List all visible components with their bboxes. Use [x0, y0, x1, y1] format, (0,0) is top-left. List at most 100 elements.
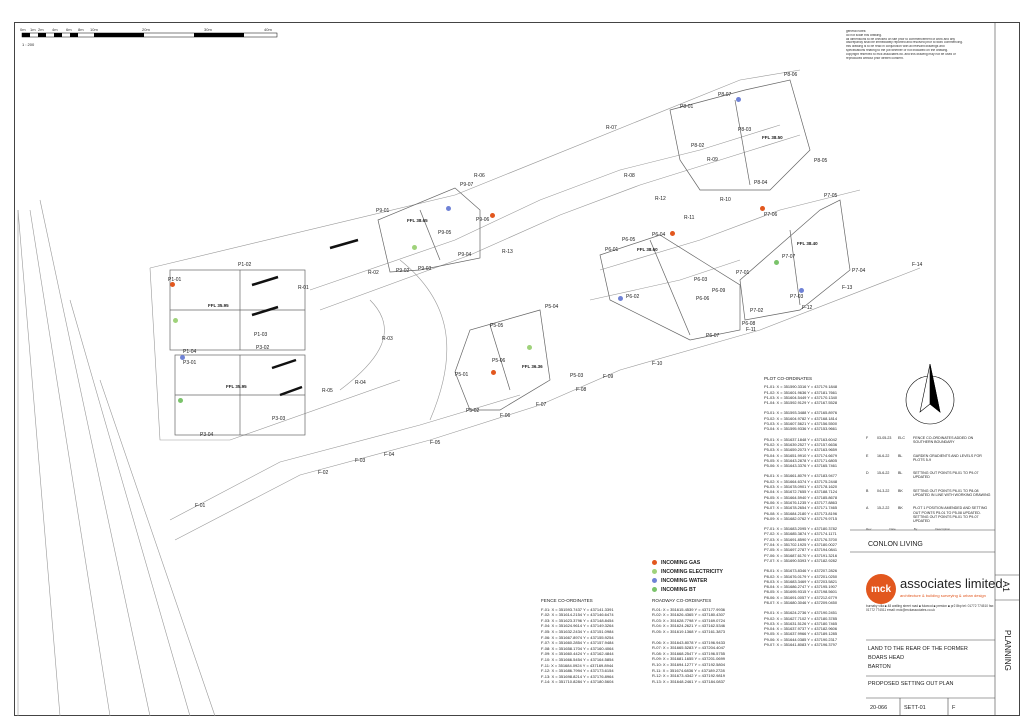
plot-label: P7-05: [824, 193, 838, 199]
scale-tick-label: 40m: [264, 27, 272, 32]
plot-label: P5-05: [490, 323, 504, 329]
rev-id: A: [866, 506, 869, 511]
coord-row: P3-02: X = 351604.9782 Y = 437168.1814: [764, 415, 837, 421]
rev-id: E: [866, 453, 869, 458]
legend-label: INCOMING ELECTRICITY: [661, 568, 723, 575]
company-contact: burnaby villa ■ 48 watling street road ■…: [866, 604, 995, 612]
sheet-size: A1: [1001, 581, 1011, 593]
scale-tick-label: 20m: [142, 27, 150, 32]
rev-id: B: [866, 488, 869, 493]
electricity-dot-icon: [652, 569, 657, 574]
coord-row: P1-01: X = 351590.3316 Y = 437179.1848: [764, 384, 837, 390]
coord-row: F-13: X = 351698.8214 Y = 437176.8964: [541, 673, 614, 679]
plot-label: P1-02: [238, 262, 252, 268]
fence-label: F-04: [384, 452, 395, 458]
fence-label: F-06: [500, 413, 511, 419]
plot-coordinates: PLOT CO-ORDINATES P1-01: X = 351590.3316…: [764, 376, 837, 647]
rev-header-cell: By: [913, 527, 918, 531]
coord-row: R-07: X = 351665.5283 Y = 437204.4047: [652, 645, 726, 651]
plot-label: P3-01: [183, 360, 197, 366]
legend-item: INCOMING GAS: [652, 558, 723, 567]
coord-row: P5-01: X = 351637.1848 Y = 437163.6042: [764, 436, 837, 442]
rev-date: 03-05-23: [877, 436, 892, 440]
ffl-label: FFL 35.95: [226, 384, 247, 389]
coord-row: P9-06: X = 351644.0385 Y = 437190.2317: [764, 636, 837, 642]
rev-id: D: [866, 471, 869, 476]
bt-marker-icon: [178, 398, 183, 403]
water-marker-icon: [446, 206, 451, 211]
company-logo: mck associates limited architecture & bu…: [866, 574, 1003, 604]
drawing-title: PROPOSED SETTING OUT PLAN: [868, 681, 954, 687]
plot-label: P5-04: [545, 304, 559, 310]
scale-tick-label: 30m: [204, 27, 212, 32]
plot-label: P3-03: [272, 416, 286, 422]
coord-row: P6-02: X = 351664.6374 Y = 437175.2448: [764, 478, 837, 484]
fence-label: F-09: [603, 374, 614, 380]
coord-row: R-08: X = 351668.2547 Y = 437196.5755: [652, 650, 726, 656]
coord-row: P5-03: X = 351659.2073 Y = 437163.9659: [764, 447, 837, 453]
coord-row: F-09: X = 351660.4424 Y = 437162.4844: [541, 651, 614, 657]
revision-table: F 03-05-23 ELC FENCE CO-ORDINATES ADDED …: [866, 436, 996, 533]
coord-row: F-02: X = 351614.2154 Y = 437146.6474: [541, 612, 614, 618]
plot-label: P1-03: [254, 332, 268, 338]
road-label: R-12: [655, 196, 666, 202]
coord-row: R-09: X = 351681.1655 Y = 437201.0699: [652, 656, 726, 662]
road-label: R-01: [298, 285, 309, 291]
coord-row: P8-02: X = 351676.0179 Y = 437201.0250: [764, 573, 837, 579]
job-number: 20-066: [870, 705, 888, 711]
plot-label: P6-01: [605, 247, 619, 253]
plot-label: P7-04: [852, 268, 866, 274]
rev-by: ELC: [898, 436, 905, 440]
water-marker-icon: [180, 355, 185, 360]
coord-row: F-06: X = 351667.8974 Y = 437155.9254: [541, 634, 614, 640]
road-label: R-10: [720, 197, 731, 203]
project-line: LAND TO THE REAR OF THE FORMER: [868, 646, 968, 652]
coord-row: P9-03: X = 351631.5126 Y = 437180.7465: [764, 620, 837, 626]
coord-row: R-06: X = 351643.8078 Y = 437196.9433: [652, 639, 726, 645]
coord-row: P7-06: X = 351687.6170 Y = 437191.3216: [764, 552, 837, 558]
road-label: R-03: [382, 336, 393, 342]
coord-row: P8-03: X = 351683.3469 Y = 437203.5821: [764, 578, 837, 584]
fence-label: F-01: [195, 503, 206, 509]
note-line: all dimensions to be checked on site pri…: [846, 37, 955, 41]
plot-label: P8-02: [691, 143, 705, 149]
plot-label: P9-05: [438, 230, 452, 236]
revision-row: E 16-6-22 BL GARDEN GRADIENTS AND LEVELS…: [866, 454, 996, 463]
rev-desc: SETTING OUT POINTS P8-01 TO P9-07 UPDATE…: [913, 471, 979, 480]
coord-row: R-10: X = 351694.1277 Y = 437192.5804: [652, 661, 726, 667]
coord-row: R-04: X = 351624.2621 Y = 437162.5346: [652, 623, 726, 629]
coord-row: P8-04: X = 351686.2747 Y = 437195.1907: [764, 584, 837, 590]
project-title: LAND TO THE REAR OF THE FORMER BOARS HEA…: [868, 645, 968, 672]
plot-label: P6-06: [696, 296, 710, 302]
rev-desc: PLOT 1 POSITION AMENDED AND SETTING OUT …: [913, 506, 988, 524]
rev-by: BL: [898, 471, 903, 476]
revision-row: A 15-2-22 BK PLOT 1 POSITION AMENDED AND…: [866, 506, 996, 523]
plot-label: P8-03: [738, 127, 752, 133]
coord-row: P6-07: X = 351678.2654 Y = 437171.7465: [764, 505, 837, 511]
coord-row: P1-03: X = 351604.5449 Y = 437170.1340: [764, 394, 837, 400]
coord-row: P7-05: X = 351697.2787 Y = 437194.0841: [764, 547, 837, 553]
legend-label: INCOMING GAS: [661, 559, 701, 566]
coord-row: P6-06: X = 351676.1235 Y = 437177.8863: [764, 499, 837, 505]
note-line: reproduced without prior written consent…: [846, 56, 904, 60]
revision-row: B 04-3-22 BK SETTING OUT POINTS P6-01 TO…: [866, 489, 996, 498]
plot-label: P8-06: [784, 72, 798, 78]
note-line: specifications relating to the job wheth…: [846, 48, 949, 52]
drawing-number: SETT-01: [904, 705, 926, 711]
coord-row: P7-02: X = 351685.3874 Y = 437174.1171: [764, 531, 837, 537]
plot-label: P3-02: [256, 345, 270, 351]
coord-row: P6-09: X = 351682.0762 Y = 437179.9715: [764, 515, 837, 521]
rev-by: BK: [898, 488, 903, 493]
coord-row: R-11: X = 351674.6836 Y = 437189.2728: [652, 667, 725, 673]
plot-label: P6-05: [622, 237, 636, 243]
rev-id: F: [866, 436, 869, 440]
coord-row: P8-07: X = 351680.3046 Y = 437209.0450: [764, 599, 837, 605]
coord-row: P9-07: X = 351641.8083 Y = 437196.3797: [764, 642, 837, 648]
rev-header-cell: Description: [935, 527, 951, 531]
plot-label: P9-01: [376, 208, 390, 214]
plot-label: P7-03: [790, 294, 804, 300]
coord-row: P6-08: X = 351684.2180 Y = 437173.8196: [764, 510, 837, 516]
plot-label: P5-02: [466, 408, 480, 414]
coord-row: P5-05: X = 351643.2878 Y = 437171.6805: [764, 457, 837, 463]
plot-label: P3-04: [200, 432, 214, 438]
